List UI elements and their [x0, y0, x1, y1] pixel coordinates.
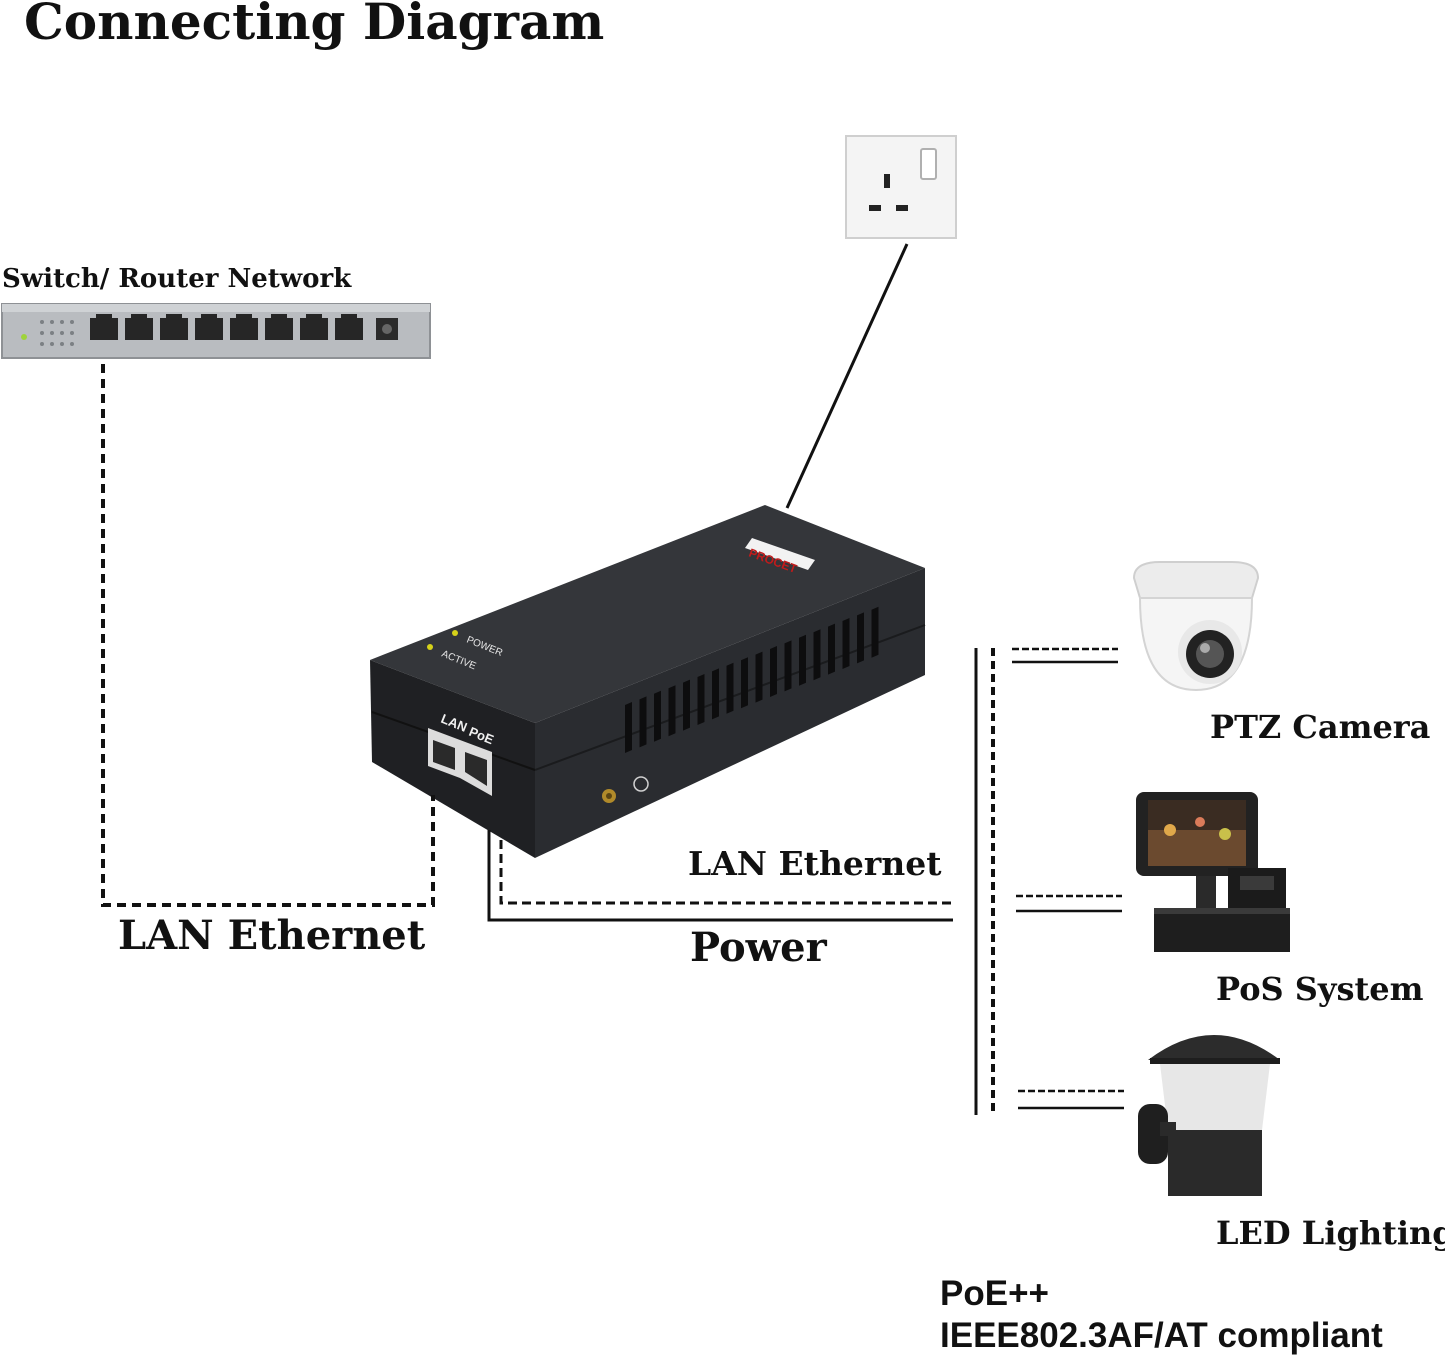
vent-slot	[625, 702, 632, 753]
vent-slot	[697, 674, 705, 725]
standard-line-2: IEEE802.3AF/AT compliant	[940, 1316, 1383, 1355]
vent-slot	[755, 651, 763, 703]
switch-port	[265, 318, 293, 340]
brand-label	[745, 538, 815, 570]
switch-port	[195, 318, 223, 340]
switch-ports	[90, 314, 363, 340]
vent-slot	[813, 629, 821, 681]
page-title: Connecting Diagram	[24, 0, 605, 51]
switch-port	[335, 318, 363, 340]
pos-label: PoS System	[1216, 970, 1424, 1008]
switch-label: Switch/ Router Network	[2, 264, 352, 294]
wall-outlet	[845, 135, 957, 239]
branch-pos	[1016, 894, 1122, 913]
vent-slot	[654, 690, 661, 742]
ptz-camera-icon	[1132, 561, 1260, 692]
vent-slot	[871, 606, 879, 658]
vent-slot	[799, 634, 806, 686]
vent-slots	[625, 606, 879, 753]
power-led	[452, 630, 458, 636]
vent-slot	[726, 662, 734, 714]
vent-slot	[712, 668, 719, 720]
pos-system-icon	[1136, 792, 1290, 952]
lan-cable-out	[499, 840, 953, 905]
switch-port	[300, 318, 328, 340]
vent-slot	[857, 612, 864, 664]
vent-slot	[668, 685, 676, 737]
power-label: Power	[690, 924, 827, 971]
vent-slot	[784, 640, 792, 692]
switch-port	[160, 318, 188, 340]
lan-ethernet-label-left: LAN Ethernet	[118, 912, 426, 959]
network-switch	[1, 303, 431, 359]
power-cable-out	[487, 830, 953, 922]
switch-port	[125, 318, 153, 340]
vent-slot	[770, 646, 777, 697]
switch-port	[230, 318, 258, 340]
branch-led	[1018, 1089, 1124, 1110]
poe-injector: PROCET POWER ACTIVE LAN PoE	[370, 505, 926, 858]
outlet-switch	[920, 148, 937, 180]
switch-port	[90, 318, 118, 340]
vent-slot	[683, 679, 690, 731]
vent-slot	[639, 696, 647, 748]
standard-line-1: PoE++	[940, 1274, 1049, 1313]
lan-cable-switch-to-injector	[101, 364, 435, 907]
led-label: LED Lighting	[1216, 1214, 1445, 1252]
switch-power-led	[21, 334, 27, 340]
camera-label: PTZ Camera	[1210, 708, 1431, 746]
ac-power-cord	[785, 243, 909, 509]
branch-camera	[1012, 647, 1118, 664]
ground-icon	[633, 776, 649, 792]
vent-slot	[842, 618, 850, 669]
active-led	[427, 644, 433, 650]
vent-slot	[741, 657, 748, 709]
lan-ethernet-label-right: LAN Ethernet	[688, 844, 942, 883]
vent-slot	[828, 623, 835, 675]
led-lighting-icon	[1138, 1035, 1280, 1196]
